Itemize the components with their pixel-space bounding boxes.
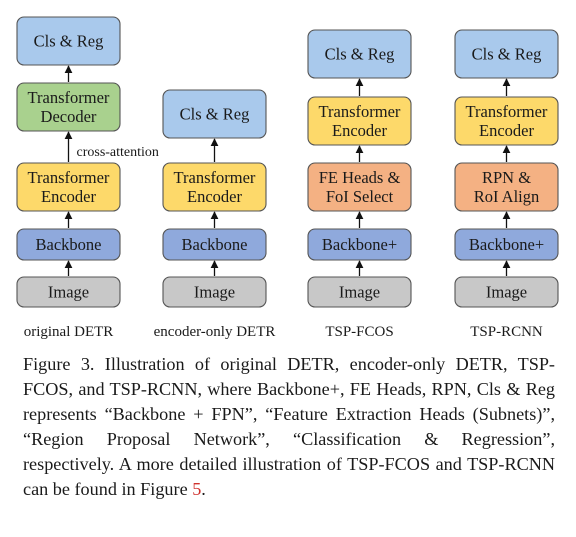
original-detr-transformer-encoder-box-label: Transformer	[28, 168, 110, 187]
original-detr-backbone-box-label: Backbone	[36, 235, 102, 254]
original-detr-transformer-encoder-box-label: Encoder	[41, 187, 96, 206]
encoder-only-detr-transformer-encoder-box-label: Transformer	[174, 168, 256, 187]
original-detr-image-box-shape	[16, 276, 121, 308]
tsp-fcos-column-label: TSP-FCOS	[325, 324, 393, 340]
tsp-fcos-fe-heads-foi-select-box-label: FE Heads &	[319, 168, 401, 187]
original-detr-cls-reg-box-shape	[16, 16, 121, 66]
original-detr-backbone-box-shape	[16, 228, 121, 261]
caption-end: .	[201, 479, 206, 499]
tsp-rcnn-transformer-encoder-box-label: Transformer	[466, 102, 548, 121]
tsp-rcnn-backbone-box-shape	[454, 228, 559, 261]
tsp-rcnn-rpn-roi-align-box: RPN &RoI Align	[454, 162, 559, 212]
original-detr-image-box: Image	[16, 276, 121, 308]
encoder-only-detr-column-label: encoder-only DETR	[154, 324, 276, 340]
tsp-fcos-fe-heads-foi-select-box-label: FoI Select	[326, 187, 394, 206]
tsp-fcos-backbone-box-shape	[307, 228, 412, 261]
tsp-rcnn-backbone-box: Backbone+	[454, 228, 559, 261]
tsp-fcos-image-box-shape	[307, 276, 412, 308]
tsp-fcos-fe-heads-foi-select-box-shape	[307, 162, 412, 212]
tsp-rcnn-backbone-box-label: Backbone+	[469, 235, 544, 254]
tsp-rcnn-image-box-shape	[454, 276, 559, 308]
tsp-rcnn-transformer-encoder-box-label: Encoder	[479, 121, 534, 140]
tsp-rcnn-transformer-encoder-box-shape	[454, 96, 559, 146]
original-detr-cls-reg-box-label: Cls & Reg	[34, 32, 104, 51]
tsp-rcnn-cls-reg-box-label: Cls & Reg	[472, 45, 542, 64]
tsp-fcos-fe-heads-foi-select-box: FE Heads &FoI Select	[307, 162, 412, 212]
tsp-rcnn-image-box-label: Image	[486, 283, 527, 302]
original-detr-transformer-decoder-box-label: Decoder	[41, 107, 97, 126]
encoder-only-detr-cls-reg-box-label: Cls & Reg	[180, 105, 250, 124]
tsp-fcos-image-box: Image	[307, 276, 412, 308]
tsp-fcos-transformer-encoder-box-label: Transformer	[319, 102, 401, 121]
encoder-only-detr-image-box-label: Image	[194, 283, 235, 302]
encoder-only-detr-backbone-box: Backbone	[162, 228, 267, 261]
original-detr-transformer-decoder-box-shape	[16, 82, 121, 132]
cross-attention-label: cross-attention	[77, 145, 159, 160]
tsp-fcos-image-box-label: Image	[339, 283, 380, 302]
tsp-rcnn-rpn-roi-align-box-label: RPN &	[482, 168, 531, 187]
tsp-fcos-backbone-box: Backbone+	[307, 228, 412, 261]
encoder-only-detr-transformer-encoder-box-label: Encoder	[187, 187, 242, 206]
tsp-rcnn-cls-reg-box: Cls & Reg	[454, 29, 559, 79]
original-detr-transformer-decoder-box-label: Transformer	[28, 88, 110, 107]
figure-reference-link[interactable]: 5	[192, 479, 202, 499]
tsp-rcnn-rpn-roi-align-box-label: RoI Align	[474, 187, 540, 206]
tsp-fcos-backbone-box-label: Backbone+	[322, 235, 397, 254]
tsp-fcos-transformer-encoder-box-label: Encoder	[332, 121, 387, 140]
encoder-only-detr-cls-reg-box: Cls & Reg	[162, 89, 267, 139]
tsp-rcnn-rpn-roi-align-box-shape	[454, 162, 559, 212]
architecture-diagram: ImageBackboneTransformerEncoderTransform…	[16, 16, 559, 340]
tsp-rcnn-cls-reg-box-shape	[454, 29, 559, 79]
encoder-only-detr-backbone-box-label: Backbone	[182, 235, 248, 254]
tsp-fcos-cls-reg-box: Cls & Reg	[307, 29, 412, 79]
original-detr-image-box-label: Image	[48, 283, 89, 302]
encoder-only-detr-backbone-box-shape	[162, 228, 267, 261]
original-detr-cls-reg-box: Cls & Reg	[16, 16, 121, 66]
original-detr-column-label: original DETR	[24, 324, 114, 340]
original-detr-transformer-encoder-box-shape	[16, 162, 121, 212]
encoder-only-detr-transformer-encoder-box-shape	[162, 162, 267, 212]
encoder-only-detr-cls-reg-box-shape	[162, 89, 267, 139]
original-detr-backbone-box: Backbone	[16, 228, 121, 261]
tsp-fcos-cls-reg-box-label: Cls & Reg	[325, 45, 395, 64]
encoder-only-detr-image-box-shape	[162, 276, 267, 308]
tsp-fcos-transformer-encoder-box-shape	[307, 96, 412, 146]
tsp-fcos-cls-reg-box-shape	[307, 29, 412, 79]
tsp-rcnn-column-label: TSP-RCNN	[470, 324, 543, 340]
figure-caption: Figure 3. Illustration of original DETR,…	[23, 352, 555, 502]
caption-text: Figure 3. Illustration of original DETR,…	[23, 354, 555, 499]
encoder-only-detr-image-box: Image	[162, 276, 267, 308]
tsp-rcnn-image-box: Image	[454, 276, 559, 308]
